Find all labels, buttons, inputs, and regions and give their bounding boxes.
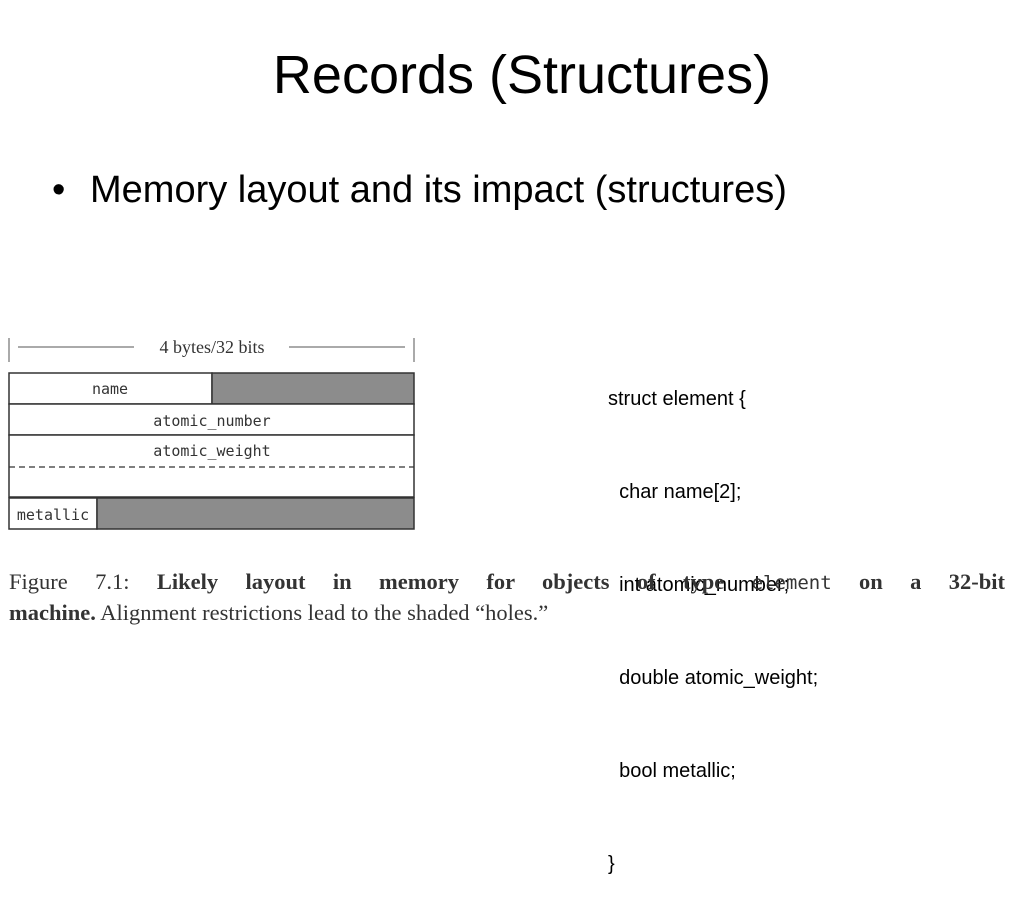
caption-bold-1: Likely layout in memory for objects of t… [156, 569, 725, 594]
atomic-number-field-label: atomic_number [153, 412, 270, 430]
memory-layout-diagram: 4 bytes/32 bits name atomic_number atomi… [8, 337, 415, 530]
metallic-field-label: metallic [17, 506, 89, 524]
code-line: } [608, 853, 615, 875]
atomic-weight-cell [8, 434, 415, 498]
name-hole [211, 372, 415, 405]
caption-type-name: element [751, 572, 832, 594]
width-label: 4 bytes/32 bits [159, 337, 264, 357]
atomic-number-cell [8, 403, 415, 436]
atomic-weight-field-label: atomic_weight [153, 442, 270, 460]
code-line: char name[2]; [608, 481, 742, 503]
figure-caption: Figure 7.1: Likely layout in memory for … [9, 566, 1005, 599]
slide-title: Records (Structures) [272, 45, 772, 105]
caption-bold-3: machine. [9, 600, 96, 625]
metallic-cell [8, 497, 98, 530]
caption-bold-2: on a 32-bit [859, 569, 1006, 594]
struct-code-block: struct element { char name[2]; int atomi… [608, 322, 818, 911]
code-line: bool metallic; [608, 760, 736, 782]
name-cell [8, 372, 213, 405]
code-line: double atomic_weight; [608, 667, 819, 689]
figure-caption-line2: machine. Alignment restrictions lead to … [9, 597, 548, 628]
metallic-hole [96, 497, 415, 530]
bullet-item: • Memory layout and its impact (structure… [52, 166, 787, 214]
code-line: struct element { [608, 388, 746, 410]
code-line: int atomic_number; [608, 574, 790, 596]
name-field-label: name [92, 380, 128, 398]
caption-label: Figure 7.1: [9, 569, 130, 594]
bullet-text: Memory layout and its impact (structures… [90, 169, 787, 211]
bullet-symbol: • [52, 169, 66, 211]
caption-rest: Alignment restrictions lead to the shade… [100, 600, 549, 625]
